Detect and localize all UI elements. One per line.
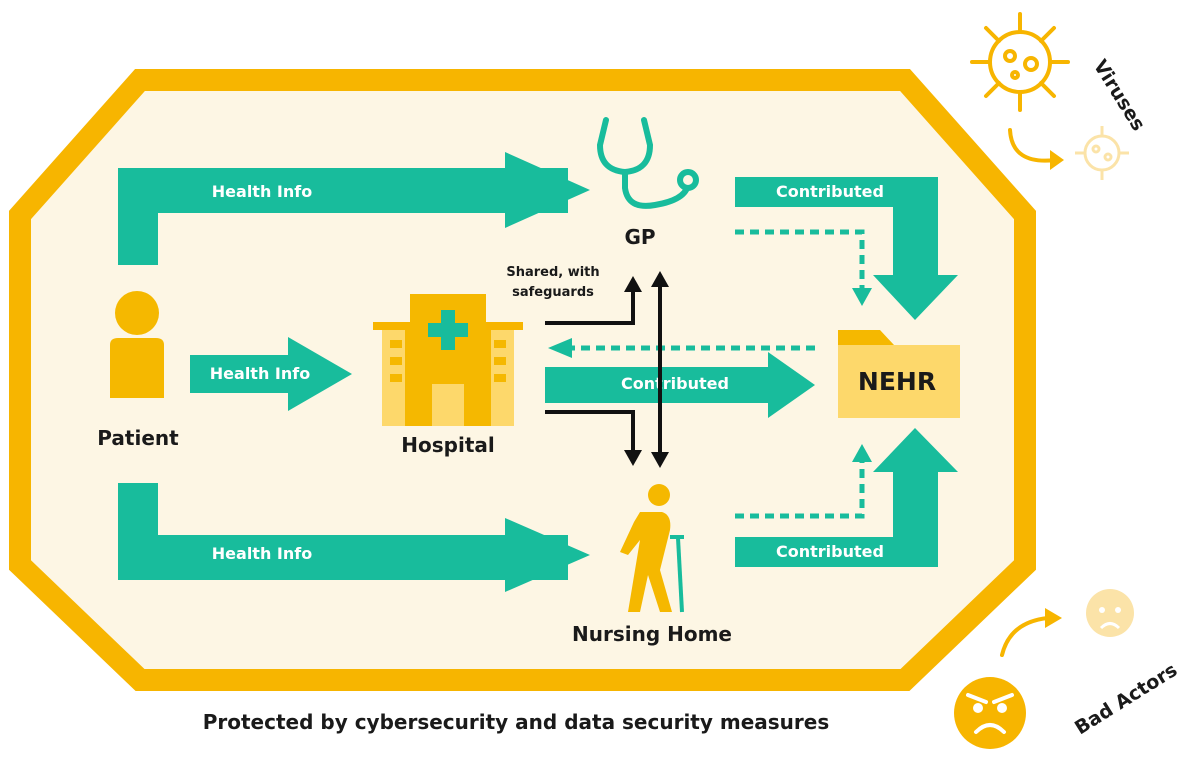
arrow-patient-to-nursing [118, 483, 590, 592]
angry-face-small-icon [1086, 589, 1134, 637]
shared-arrows [545, 283, 662, 462]
label-gp-to-nehr: Contributed [776, 182, 884, 201]
angry-face-icon [954, 677, 1026, 749]
label-patient-to-hospital: Health Info [210, 364, 310, 383]
label-patient-to-nursing: Health Info [212, 544, 312, 563]
folder-icon [838, 330, 960, 418]
hospital-icon [373, 294, 523, 426]
shared-arrowheads [624, 271, 669, 468]
arrow-patient-to-hospital [190, 337, 352, 411]
arrow-nursing-to-nehr [735, 428, 958, 567]
label-nursing-to-nehr: Contributed [776, 542, 884, 561]
elderly-person-icon [620, 484, 684, 613]
arrow-patient-to-gp [118, 152, 590, 265]
virus-small-icon [1075, 126, 1129, 180]
node-hospital: Hospital [401, 433, 494, 457]
node-gp: GP [624, 225, 655, 249]
node-nehr: NEHR [858, 367, 936, 396]
person-icon [110, 291, 164, 398]
dotted-gp-to-nehr [735, 229, 872, 306]
dotted-nursing-to-nehr [735, 444, 872, 519]
label-hospital-to-nehr: Contributed [621, 374, 729, 393]
virus-icon [970, 12, 1070, 163]
stethoscope-icon [596, 117, 699, 209]
node-patient: Patient [97, 426, 179, 450]
footer-caption: Protected by cybersecurity and data secu… [203, 710, 830, 734]
virus-arrowhead [1050, 150, 1064, 170]
bad-actor-arrow [1000, 616, 1050, 657]
label-patient-to-gp: Health Info [212, 182, 312, 201]
bad-actor-arrowhead [1045, 608, 1062, 628]
arrow-gp-to-nehr [735, 177, 958, 320]
label-shared-line2: safeguards [512, 285, 594, 300]
node-nursing-home: Nursing Home [572, 622, 732, 646]
threat-bad-actors: Bad Actors [1071, 659, 1181, 739]
label-shared-line1: Shared, with [506, 265, 599, 280]
dotted-nehr-to-hospital [548, 338, 815, 358]
threat-viruses: Viruses [1089, 56, 1150, 135]
